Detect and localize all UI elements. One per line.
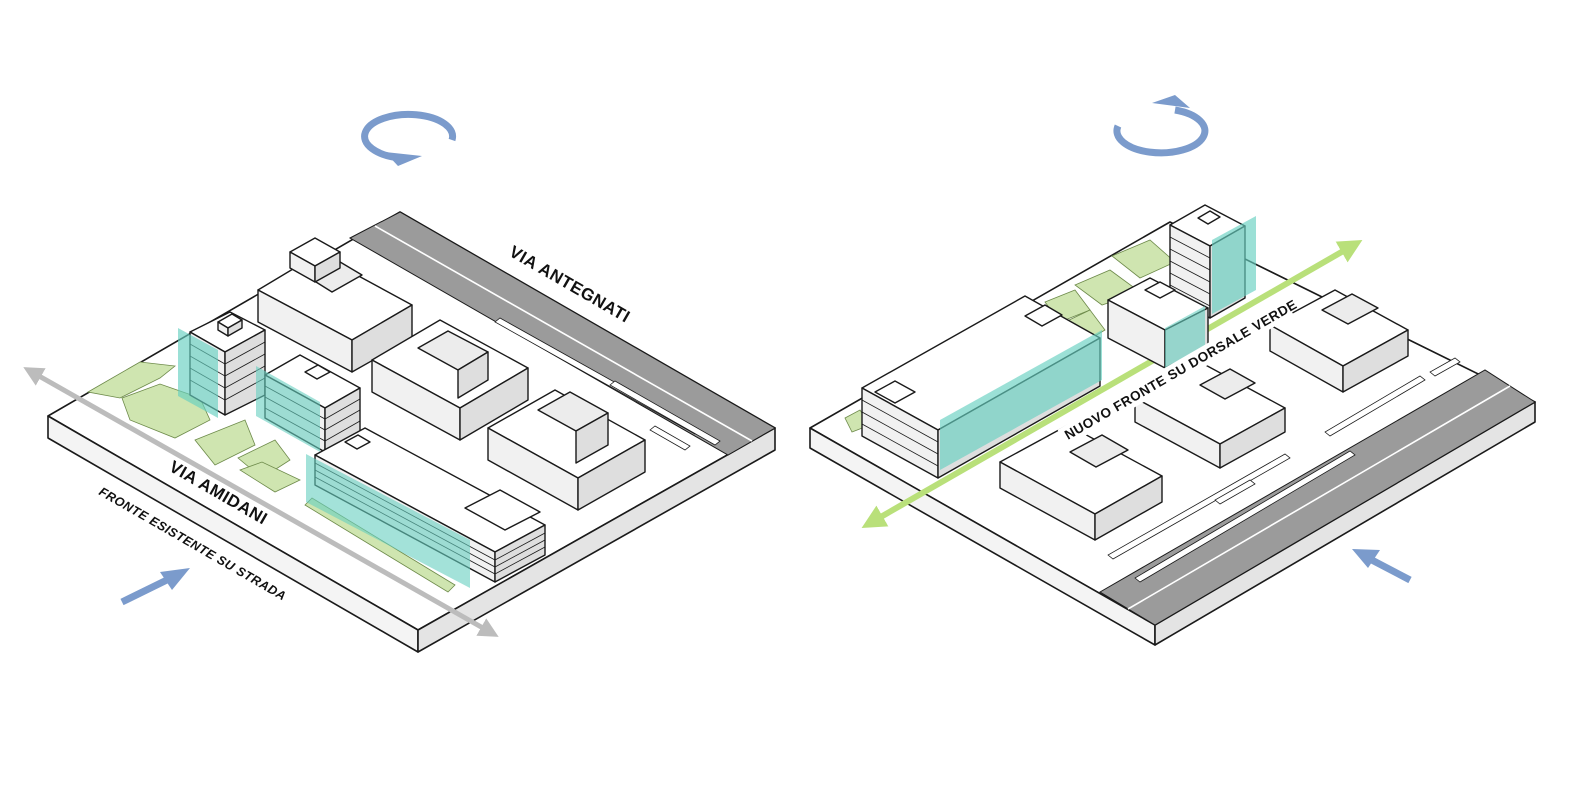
right-building-front-right — [1269, 289, 1409, 393]
rotate-counterclockwise-icon — [1113, 95, 1209, 157]
right-teal-facade-mid — [1165, 306, 1205, 370]
right-teal-facade-tower — [1212, 216, 1256, 314]
right-building-front-center — [1134, 361, 1286, 469]
rotate-clockwise-icon — [361, 110, 457, 166]
arrow-icon — [120, 568, 190, 606]
right-teal-facade-long-slab — [940, 330, 1102, 470]
left-road-via-antegnati — [348, 211, 777, 456]
arrow-icon — [1352, 549, 1412, 584]
right-green-backbone-axis-arrow — [861, 240, 1363, 528]
right-axonometric-model: NUOVO FRONTE SU DORSALE VERDE — [809, 95, 1536, 646]
left-street-front-axis-arrow — [23, 367, 499, 637]
left-axonometric-model: VIA ANTEGNATI VIA AMIDANI FRONTE ESISTEN… — [23, 110, 777, 653]
right-building-front-left — [999, 424, 1163, 541]
left-building-c — [257, 237, 413, 373]
left-parking-strips — [494, 317, 721, 451]
